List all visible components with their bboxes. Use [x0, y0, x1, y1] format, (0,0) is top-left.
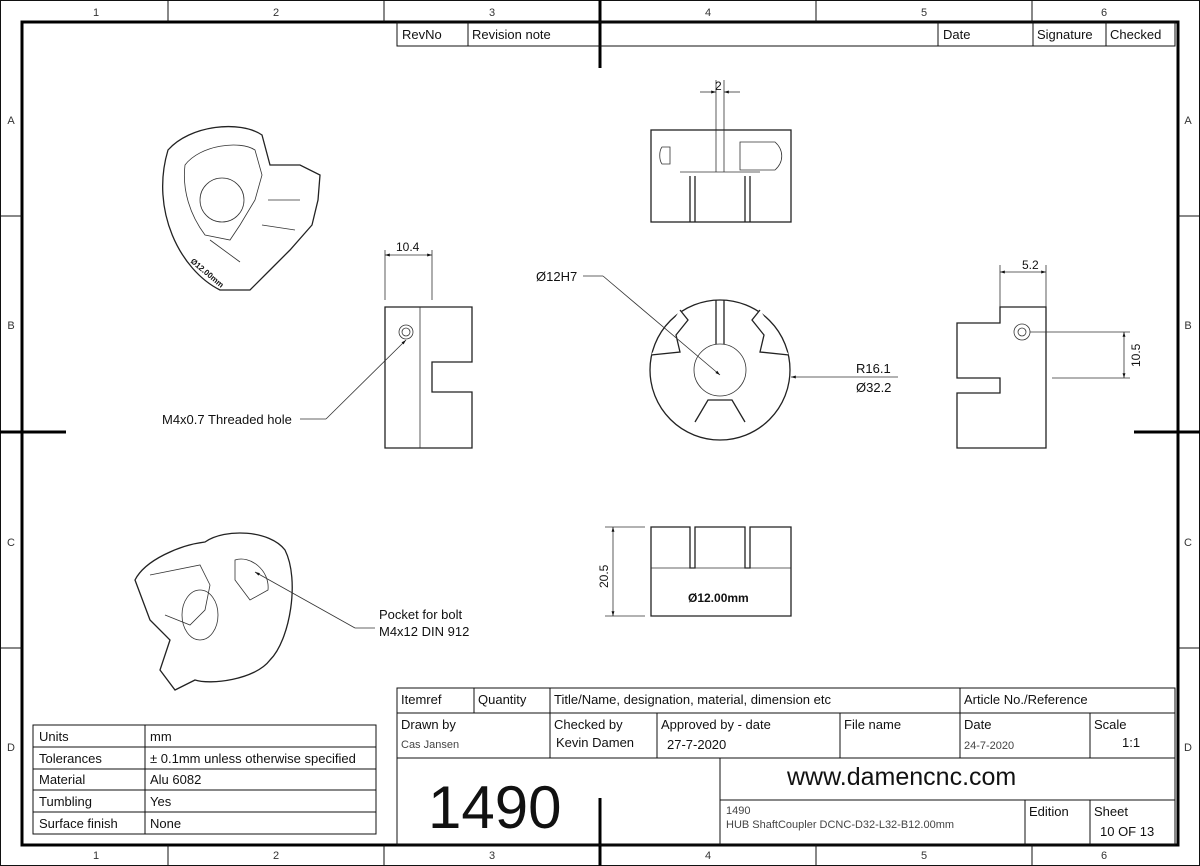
front-view: Ø12H7 R16.1 Ø32.2 [536, 269, 898, 441]
zone-row-d-right: D [1184, 742, 1192, 754]
zone-col-2-bottom: 2 [273, 850, 279, 862]
sheet-label: Sheet [1094, 804, 1128, 819]
edition-label: Edition [1029, 804, 1069, 819]
isometric-view-top: Ø12.00mm [162, 125, 321, 291]
description: HUB ShaftCoupler DCNC-D32-L32-B12.00mm [726, 819, 954, 831]
properties-table: Units mm Tolerances ± 0.1mm unless other… [32, 724, 377, 835]
revision-header-note: Revision note [472, 27, 551, 42]
top-view: 2 [650, 79, 792, 223]
title-header: Title/Name, designation, material, dimen… [554, 692, 831, 707]
zone-col-5-bottom: 5 [921, 850, 927, 862]
date-label: Date [964, 717, 991, 732]
zone-col-4: 4 [705, 7, 711, 19]
approved-label: Approved by - date [661, 717, 771, 732]
zone-col-1: 1 [93, 7, 99, 19]
part-number: 1490 [428, 774, 561, 841]
zone-row-b: B [7, 320, 14, 332]
left-width-dimension: 10.4 [396, 240, 420, 254]
article-header: Article No./Reference [964, 692, 1088, 707]
zone-row-a-right: A [1184, 115, 1192, 127]
property-label-surface-finish: Surface finish [39, 816, 118, 831]
isometric-view-bottom: Pocket for bolt M4x12 DIN 912 [134, 532, 469, 691]
threaded-hole-label: M4x0.7 Threaded hole [162, 412, 292, 427]
zone-row-a: A [7, 115, 15, 127]
zone-labels: 1 2 3 4 5 6 1 2 3 4 5 6 A B C D A B C D [7, 7, 1192, 862]
right-height-dimension: 10.5 [1129, 343, 1143, 367]
file-name-label: File name [844, 717, 901, 732]
slot-width-dimension: 2 [715, 79, 722, 93]
radius-dimension: R16.1 [856, 361, 891, 376]
zone-col-2: 2 [273, 7, 279, 19]
zone-col-1-bottom: 1 [93, 850, 99, 862]
right-side-view: 5.2 10.5 [956, 258, 1143, 449]
revision-header-revno: RevNo [402, 27, 442, 42]
scale-label: Scale [1094, 717, 1127, 732]
left-side-view: 10.4 M4x0.7 Threaded hole [162, 240, 473, 449]
pocket-label-line2: M4x12 DIN 912 [379, 624, 469, 639]
property-value-surface-finish: None [150, 816, 181, 831]
scale-value: 1:1 [1122, 735, 1140, 750]
zone-row-c-right: C [1184, 537, 1192, 549]
revision-header-checked: Checked [1110, 27, 1161, 42]
website: www.damencnc.com [786, 763, 1016, 791]
property-label-units: Units [39, 729, 69, 744]
description-number: 1490 [726, 805, 750, 817]
quantity-header: Quantity [478, 692, 527, 707]
zone-col-6-bottom: 6 [1101, 850, 1107, 862]
zone-col-4-bottom: 4 [705, 850, 711, 862]
revision-header-date: Date [943, 27, 970, 42]
zone-col-6: 6 [1101, 7, 1107, 19]
property-value-tumbling: Yes [150, 794, 172, 809]
height-dimension: 20.5 [597, 564, 611, 588]
right-width-dimension: 5.2 [1022, 258, 1039, 272]
drawn-by-label: Drawn by [401, 717, 456, 732]
zone-col-5: 5 [921, 7, 927, 19]
date-value: 24-7-2020 [964, 740, 1014, 752]
pocket-label-line1: Pocket for bolt [379, 607, 462, 622]
revision-table: RevNo Revision note Date Signature Check… [396, 21, 1176, 47]
checked-by-value: Kevin Damen [556, 735, 634, 750]
checked-by-label: Checked by [554, 717, 623, 732]
diameter-dimension: Ø32.2 [856, 380, 891, 395]
zone-col-3-bottom: 3 [489, 850, 495, 862]
engraving-text: Ø12.00mm [688, 591, 749, 605]
zone-col-3: 3 [489, 7, 495, 19]
zone-row-d: D [7, 742, 15, 754]
itemref-header: Itemref [401, 692, 442, 707]
property-value-tolerances: ± 0.1mm unless otherwise specified [150, 751, 356, 766]
property-value-units: mm [150, 729, 172, 744]
sheet-value: 10 OF 13 [1100, 824, 1154, 839]
revision-header-signature: Signature [1037, 27, 1093, 42]
zone-row-b-right: B [1184, 320, 1191, 332]
zone-row-c: C [7, 537, 15, 549]
drawn-by-value: Cas Jansen [401, 739, 459, 751]
property-label-material: Material [39, 772, 85, 787]
bore-dimension: Ø12H7 [536, 269, 577, 284]
property-label-tolerances: Tolerances [39, 751, 102, 766]
property-value-material: Alu 6082 [150, 772, 201, 787]
approved-date: 27-7-2020 [667, 737, 726, 752]
title-block: Itemref Quantity Title/Name, designation… [396, 687, 1176, 846]
property-label-tumbling: Tumbling [39, 794, 92, 809]
bottom-view: 20.5 Ø12.00mm [597, 526, 792, 617]
